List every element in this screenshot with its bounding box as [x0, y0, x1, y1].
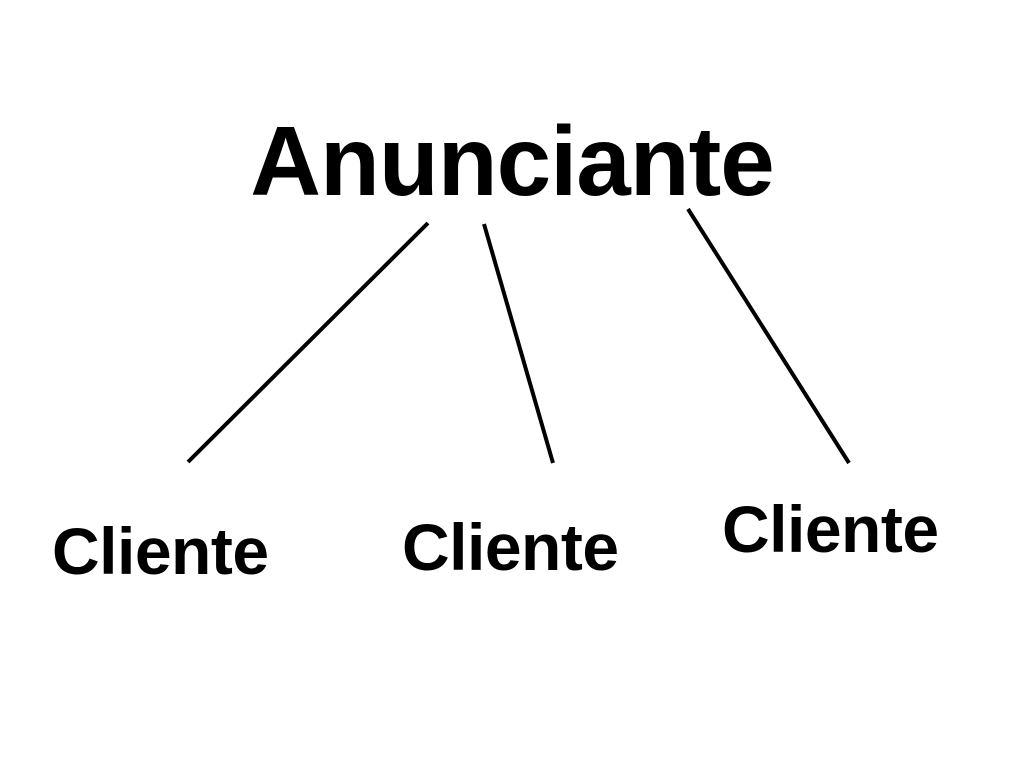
child-node-cliente-2: Cliente — [402, 510, 619, 584]
child-node-cliente-1: Cliente — [52, 514, 269, 588]
child-node-cliente-3: Cliente — [722, 492, 939, 566]
root-node-anunciante: Anunciante — [250, 106, 775, 216]
connector-root-to-child-0 — [186, 221, 430, 464]
connector-root-to-child-1 — [482, 223, 555, 464]
connector-root-to-child-2 — [686, 207, 851, 465]
